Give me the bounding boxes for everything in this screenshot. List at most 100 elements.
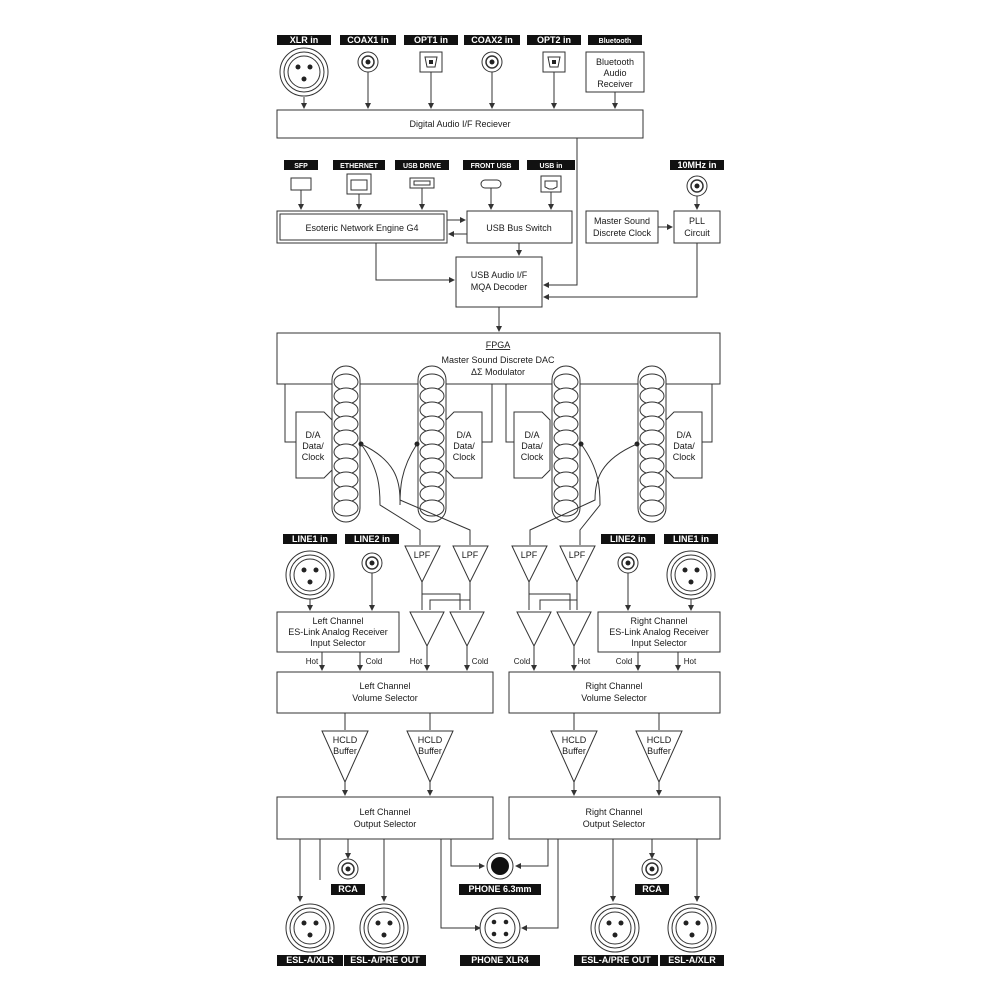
svg-text:ES-Link Analog Receiver: ES-Link Analog Receiver [288,627,388,637]
bluetooth-receiver-box: Bluetooth Audio Receiver [585,51,645,93]
label-coax1-in: COAX1 in [340,35,396,45]
svg-text:LPF: LPF [569,550,586,560]
label-front-usb: FRONT USB [463,160,519,170]
svg-text:Left Channel: Left Channel [359,807,410,817]
label-usb-in: USB in [527,160,575,170]
hot-label: Hot [306,657,319,666]
label-rca-left: RCA [331,884,365,895]
svg-text:ETHERNET: ETHERNET [340,163,378,170]
line1-left-xlr-icon [285,550,335,600]
label-esl-xlr-right: ESL-A/XLR [660,955,724,966]
line2-right-rca-icon [617,552,639,574]
svg-text:SFP: SFP [294,163,308,170]
left-volume-selector-box: Left Channel Volume Selector [276,671,494,714]
svg-text:ESL-A/PRE OUT: ESL-A/PRE OUT [350,955,420,965]
hot-label: Hot [684,657,697,666]
diff-amp-1 [409,611,445,648]
svg-text:Clock: Clock [453,452,476,462]
svg-text:USB DRIVE: USB DRIVE [403,163,441,170]
svg-text:ES-Link Analog Receiver: ES-Link Analog Receiver [609,627,709,637]
label-phone-6-3mm: PHONE 6.3mm [459,884,541,895]
svg-text:MQA Decoder: MQA Decoder [471,282,528,292]
lpf-4: LPF [559,545,596,584]
svg-text:D/A: D/A [524,430,539,440]
svg-text:XLR in: XLR in [290,35,319,45]
svg-text:Data/: Data/ [673,441,695,451]
usb-bus-switch-box: USB Bus Switch [466,210,573,244]
label-line1-in-right: LINE1 in [664,534,718,544]
svg-text:LPF: LPF [414,550,431,560]
svg-text:RCA: RCA [338,884,358,894]
svg-text:Buffer: Buffer [562,746,586,756]
line2-left-rca-icon [361,552,383,574]
label-ethernet: ETHERNET [333,160,385,170]
lpf-1: LPF [404,545,441,584]
hot-label: Hot [578,657,591,666]
svg-text:Input Selector: Input Selector [631,638,687,648]
svg-text:D/A: D/A [305,430,320,440]
rca-right-icon [641,858,663,880]
svg-text:PHONE XLR4: PHONE XLR4 [471,955,529,965]
coax1-connector-icon [357,51,379,73]
svg-text:Output Selector: Output Selector [354,819,417,829]
svg-text:LINE1 in: LINE1 in [292,534,328,544]
hcld-buffer-1: HCLD Buffer [321,730,369,784]
svg-text:USB in: USB in [540,163,563,170]
svg-text:Data/: Data/ [521,441,543,451]
svg-text:Volume Selector: Volume Selector [581,693,647,703]
svg-text:Clock: Clock [302,452,325,462]
network-engine-box: Esoteric Network Engine G4 [276,210,448,244]
svg-text:Discrete Clock: Discrete Clock [593,228,652,238]
svg-text:10MHz in: 10MHz in [677,160,716,170]
phone-6-3mm-jack-icon [486,852,514,880]
diff-amp-3 [516,611,552,648]
right-input-selector-box: Right Channel ES-Link Analog Receiver In… [597,611,721,653]
cold-label: Cold [472,657,488,666]
digital-audio-receiver-box: Digital Audio I/F Reciever [276,109,644,139]
svg-text:Clock: Clock [673,452,696,462]
svg-text:LPF: LPF [462,550,479,560]
master-clock-box: Master Sound Discrete Clock [585,210,659,244]
svg-text:COAX1 in: COAX1 in [347,35,389,45]
label-coax2-in: COAX2 in [464,35,520,45]
svg-text:Left Channel: Left Channel [359,681,410,691]
opt1-connector-icon [419,51,443,73]
opt2-connector-icon [542,51,566,73]
label-xlr-in: XLR in [277,35,331,45]
esl-xlr-left-icon [285,903,335,953]
svg-text:HCLD: HCLD [647,735,672,745]
svg-text:D/A: D/A [456,430,471,440]
esl-xlr-right-icon [667,903,717,953]
svg-text:LPF: LPF [521,550,538,560]
esl-pre-out-left-icon [359,903,409,953]
svg-text:ESL-A/PRE OUT: ESL-A/PRE OUT [581,955,651,965]
diff-amp-4 [556,611,592,648]
svg-text:PHONE 6.3mm: PHONE 6.3mm [468,884,531,894]
svg-text:PLL: PLL [689,216,705,226]
svg-text:Data/: Data/ [302,441,324,451]
da-unit-2: D/A Data/ Clock [414,365,493,523]
svg-text:USB Audio I/F: USB Audio I/F [471,270,528,280]
svg-text:Input Selector: Input Selector [310,638,366,648]
svg-text:FRONT USB: FRONT USB [471,163,512,170]
da-unit-4: D/A Data/ Clock [634,365,713,523]
label-opt2-in: OPT2 in [527,35,581,45]
svg-text:ΔΣ Modulator: ΔΣ Modulator [471,367,525,377]
hcld-buffer-3: HCLD Buffer [550,730,598,784]
svg-text:Left Channel: Left Channel [312,616,363,626]
rca-left-icon [337,858,359,880]
10mhz-connector-icon [686,175,708,197]
svg-text:Bluetooth: Bluetooth [599,38,632,45]
right-output-selector-box: Right Channel Output Selector [508,796,721,840]
cold-label: Cold [514,657,530,666]
usb-in-port-icon [540,175,562,193]
svg-text:Right Channel: Right Channel [585,681,642,691]
label-esl-pre-out-right: ESL-A/PRE OUT [574,955,658,966]
svg-text:HCLD: HCLD [418,735,443,745]
esl-pre-out-right-icon [590,903,640,953]
svg-text:Right Channel: Right Channel [630,616,687,626]
svg-text:Volume Selector: Volume Selector [352,693,418,703]
svg-text:Master Sound: Master Sound [594,216,650,226]
label-esl-pre-out-left: ESL-A/PRE OUT [344,955,426,966]
